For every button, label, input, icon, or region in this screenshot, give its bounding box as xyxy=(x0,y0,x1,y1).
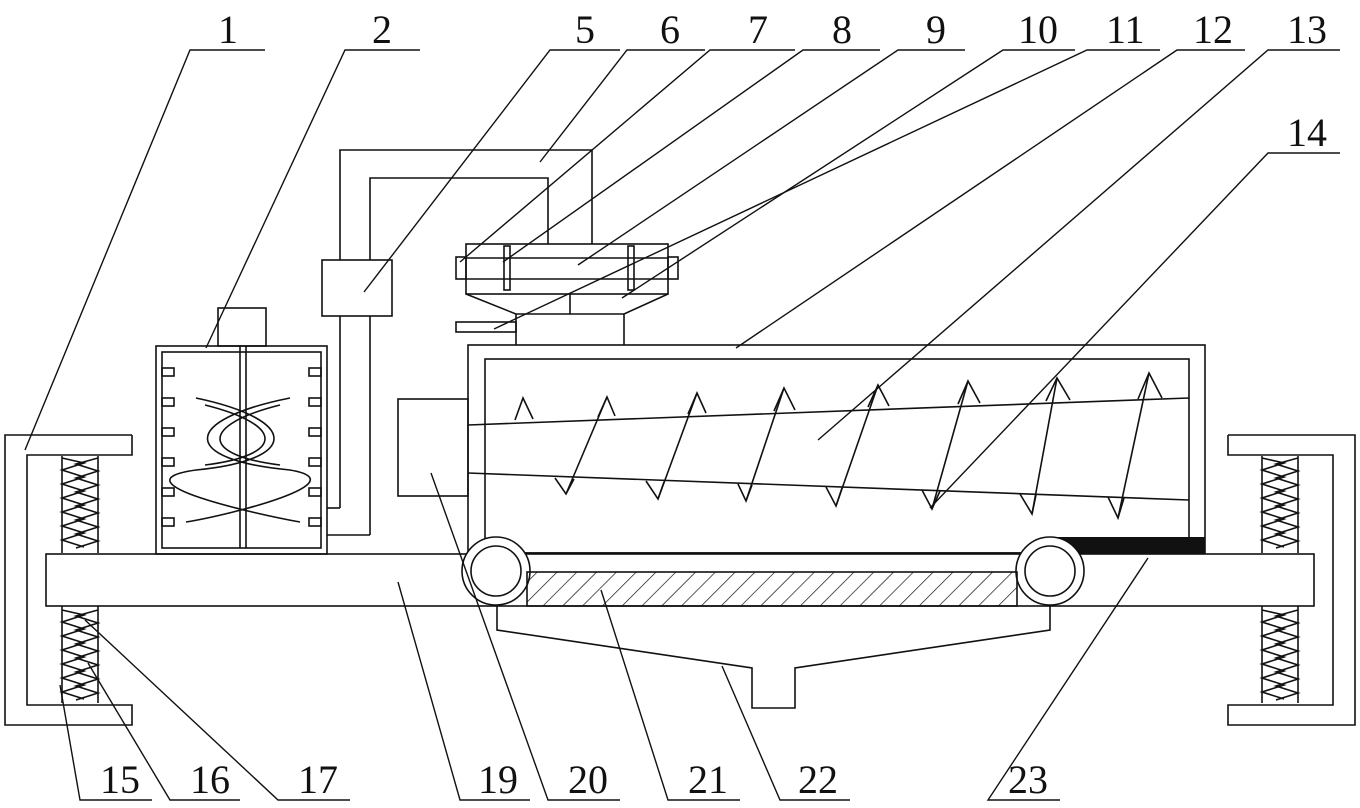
label-12: 12 xyxy=(1193,7,1233,52)
label-20: 20 xyxy=(568,757,608,802)
right-support-frame xyxy=(1227,434,1356,726)
label-2: 2 xyxy=(372,7,392,52)
label-8: 8 xyxy=(832,7,852,52)
label-16: 16 xyxy=(190,757,230,802)
label-19: 19 xyxy=(478,757,518,802)
pipe-system xyxy=(321,149,593,536)
mixing-tank xyxy=(155,307,328,555)
right-lower-spring xyxy=(1259,606,1301,703)
leader-lines xyxy=(24,49,1340,801)
left-lower-spring xyxy=(59,606,101,703)
collection-hopper xyxy=(496,606,1051,709)
label-22: 22 xyxy=(798,757,838,802)
label-14: 14 xyxy=(1287,110,1327,155)
number-labels: 1 2 5 6 7 8 9 10 11 12 13 14 15 16 17 19… xyxy=(100,7,1327,802)
label-17: 17 xyxy=(298,757,338,802)
left-support-frame xyxy=(4,434,133,726)
label-10: 10 xyxy=(1018,7,1058,52)
label-9: 9 xyxy=(926,7,946,52)
label-5: 5 xyxy=(575,7,595,52)
label-15: 15 xyxy=(100,757,140,802)
label-7: 7 xyxy=(748,7,768,52)
right-upper-spring xyxy=(1259,456,1301,553)
outlet-plate xyxy=(1057,537,1205,554)
label-13: 13 xyxy=(1287,7,1327,52)
label-1: 1 xyxy=(218,7,238,52)
screening-housing xyxy=(397,344,1206,554)
conveyor-belt xyxy=(461,536,1085,607)
left-upper-spring xyxy=(59,456,101,553)
label-23: 23 xyxy=(1008,757,1048,802)
screw-conveyor xyxy=(467,371,1190,521)
label-6: 6 xyxy=(660,7,680,52)
label-21: 21 xyxy=(688,757,728,802)
label-11: 11 xyxy=(1106,7,1145,52)
